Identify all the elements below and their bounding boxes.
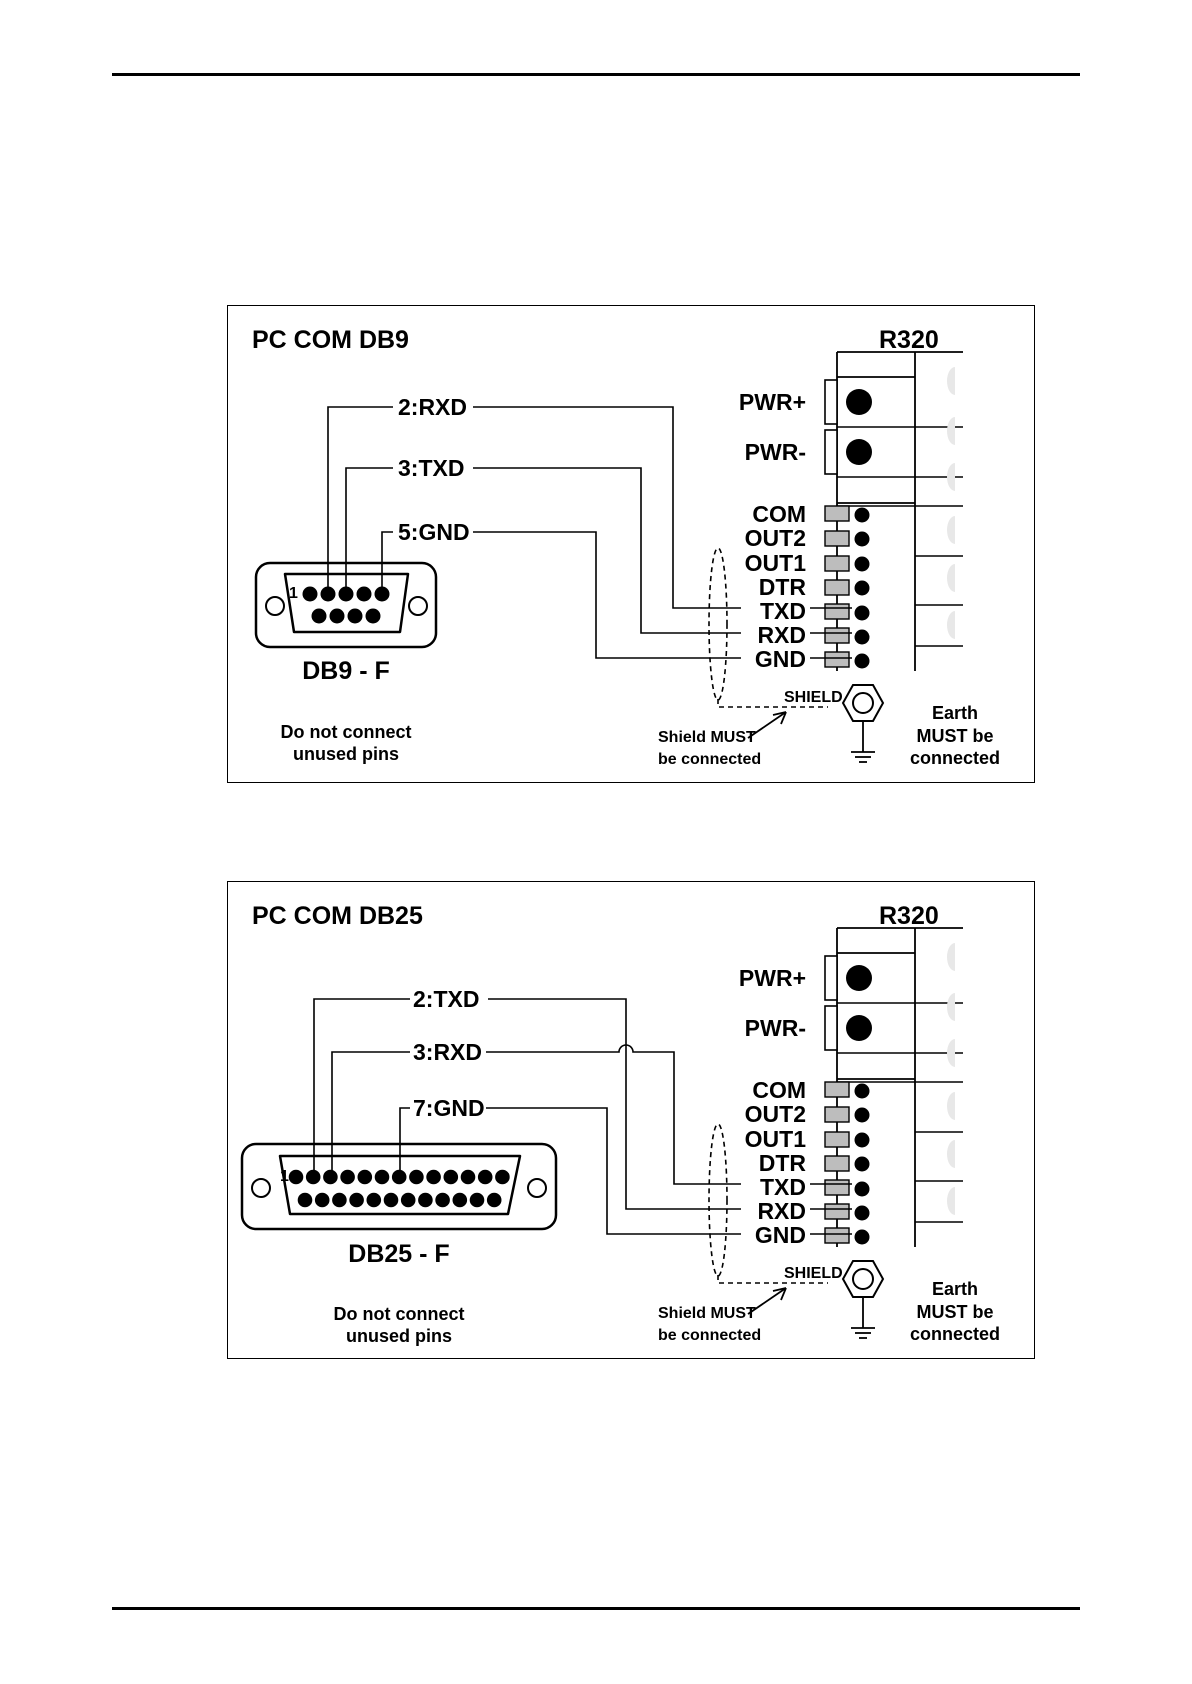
terminal-pwr-minus: PWR- <box>745 1015 806 1041</box>
terminal-out1: OUT1 <box>745 1126 807 1152</box>
db25-wiring-diagram: PC COM DB25 R320 1 DB25 - F Do not conne… <box>227 881 1035 1359</box>
db25-pin <box>288 1169 304 1185</box>
earth-note-line2: MUST be <box>916 1302 993 1322</box>
db25-pin <box>323 1169 338 1185</box>
r320-terminal-block <box>810 927 963 1247</box>
earth-note-line1: Earth <box>932 703 978 723</box>
terminal-pwr-minus: PWR- <box>745 439 806 465</box>
db25-pin <box>400 1192 416 1208</box>
db25-pin <box>349 1192 364 1208</box>
db9-connector: 1 <box>254 561 438 649</box>
earth-note-line2: MUST be <box>916 726 993 746</box>
shield-label: SHIELD <box>784 1265 843 1282</box>
terminal-out2: OUT2 <box>745 525 806 551</box>
db25-connector: 1 <box>240 1142 558 1231</box>
db25-pin <box>332 1192 347 1208</box>
shield-note-line1: Shield MUST <box>658 729 756 746</box>
db25-pin <box>452 1192 468 1208</box>
unused-pins-note-line1: Do not connect <box>334 1304 465 1324</box>
terminal-gnd: GND <box>755 646 806 672</box>
terminal-pwr-plus: PWR+ <box>739 965 806 991</box>
shield-note-line2: be connected <box>658 751 761 768</box>
db25-pin <box>366 1192 382 1208</box>
unused-pins-note-line1: Do not connect <box>281 722 412 742</box>
db25-pin <box>435 1192 450 1208</box>
db25-pin <box>297 1192 313 1208</box>
db9-connector-label: DB9 - F <box>302 657 390 685</box>
wire-label-7-gnd: 7:GND <box>413 1095 485 1121</box>
db25-pin <box>383 1192 399 1208</box>
db25-pin <box>314 1192 330 1208</box>
pc-com-db25-title: PC COM DB25 <box>252 902 423 930</box>
db9-wiring-svg: PC COM DB9 R320 1 DB9 - F Do not connect… <box>252 326 1000 768</box>
terminal-com: COM <box>752 1077 806 1103</box>
terminal-dtr: DTR <box>759 574 807 600</box>
db9-wiring-diagram: PC COM DB9 R320 1 DB9 - F Do not connect… <box>227 305 1035 783</box>
r320-terminal-block <box>810 351 963 671</box>
wire-label-2-rxd: 2:RXD <box>398 394 467 420</box>
db25-pin <box>486 1192 502 1208</box>
terminal-gnd: GND <box>755 1222 806 1248</box>
earth-ground-icon <box>851 721 875 763</box>
terminal-out2: OUT2 <box>745 1101 806 1127</box>
pin-one-label: 1 <box>280 1168 289 1185</box>
shield-label: SHIELD <box>784 689 843 706</box>
wire-label-3-rxd: 3:RXD <box>413 1039 482 1065</box>
shield-note-line2: be connected <box>658 1327 761 1344</box>
cable-shield-ellipse <box>708 1123 728 1277</box>
terminal-txd: TXD <box>760 1174 806 1200</box>
r320-title: R320 <box>879 902 939 930</box>
db25-pin <box>426 1169 441 1185</box>
wire-label-5-gnd: 5:GND <box>398 519 470 545</box>
shield-hex-terminal-icon <box>841 684 885 722</box>
footer-rule <box>112 1607 1080 1610</box>
earth-note-line1: Earth <box>932 1279 978 1299</box>
terminal-com: COM <box>752 501 806 527</box>
db25-pin <box>460 1169 476 1185</box>
db25-pin <box>495 1169 510 1185</box>
db25-pin <box>374 1169 390 1185</box>
cable-shield-ellipse <box>708 547 728 701</box>
earth-ground-icon <box>851 1297 875 1339</box>
header-rule <box>112 73 1080 76</box>
db25-wiring-svg: PC COM DB25 R320 1 DB25 - F Do not conne… <box>240 902 1000 1346</box>
terminal-txd: TXD <box>760 598 806 624</box>
db25-pin <box>469 1192 485 1208</box>
earth-note-line3: connected <box>910 1324 1000 1344</box>
terminal-dtr: DTR <box>759 1150 807 1176</box>
db25-pin <box>477 1169 493 1185</box>
r320-title: R320 <box>879 326 939 354</box>
shield-hex-terminal-icon <box>841 1260 885 1298</box>
db25-pin <box>409 1169 424 1185</box>
db25-pin <box>340 1169 355 1185</box>
terminal-rxd: RXD <box>757 622 806 648</box>
db25-pin <box>443 1169 459 1185</box>
db25-pin <box>418 1192 433 1208</box>
pin-one-label: 1 <box>289 585 298 602</box>
db25-pin <box>357 1169 373 1185</box>
earth-note-line3: connected <box>910 748 1000 768</box>
shield-note-line1: Shield MUST <box>658 1305 756 1322</box>
wire-label-2-txd: 2:TXD <box>413 986 479 1012</box>
unused-pins-note-line2: unused pins <box>293 744 399 764</box>
unused-pins-note-line2: unused pins <box>346 1326 452 1346</box>
wire-label-3-txd: 3:TXD <box>398 455 464 481</box>
terminal-rxd: RXD <box>757 1198 806 1224</box>
terminal-out1: OUT1 <box>745 550 807 576</box>
terminal-pwr-plus: PWR+ <box>739 389 806 415</box>
db25-connector-label: DB25 - F <box>348 1240 449 1268</box>
pc-com-db9-title: PC COM DB9 <box>252 326 409 354</box>
